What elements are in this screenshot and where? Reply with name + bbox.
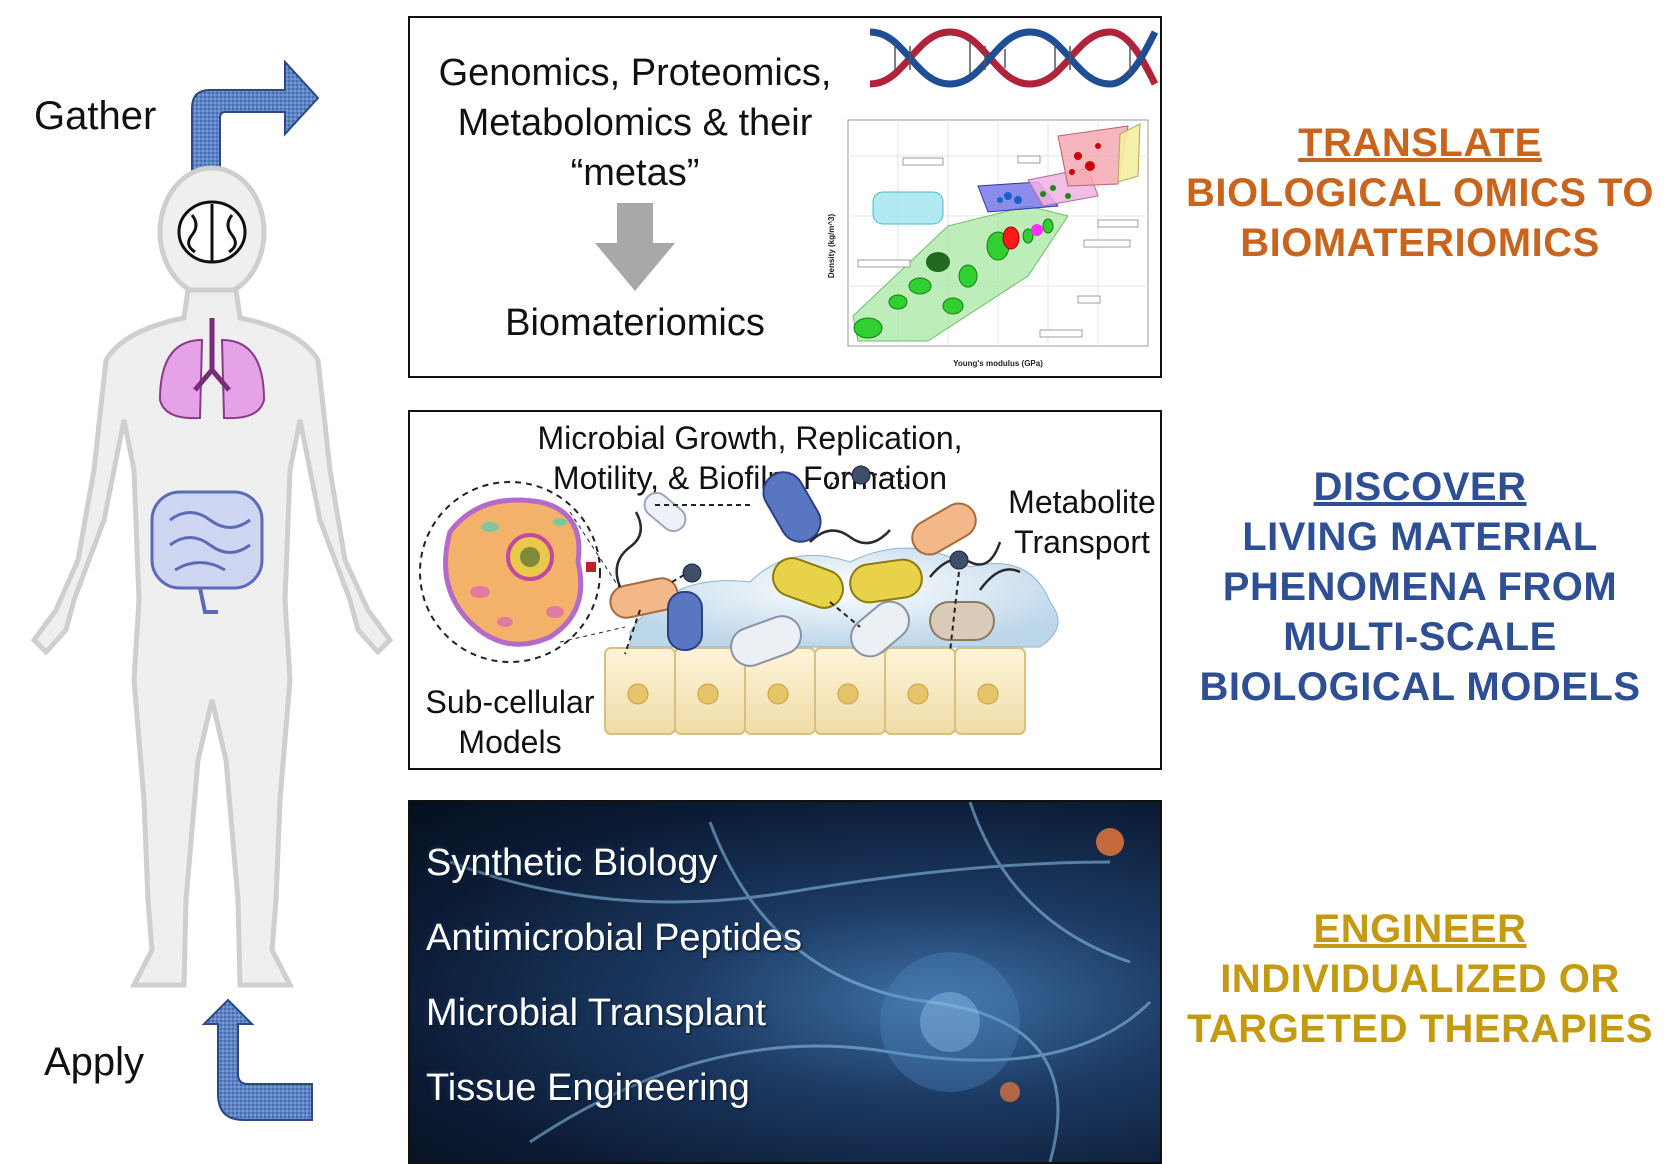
- brain-icon: [177, 200, 247, 264]
- therapy-microbial-transplant: Microbial Transplant: [426, 992, 767, 1034]
- discover-line-3: MULTI-SCALE: [1283, 615, 1557, 659]
- microbial-title-line-1: Microbial Growth, Replication,: [537, 420, 963, 456]
- subcellular-line-1: Sub-cellular: [425, 684, 595, 720]
- epithelial-cell-row: [604, 647, 1026, 735]
- therapy-synthetic-biology: Synthetic Biology: [426, 842, 718, 884]
- neuron-network-background: [449, 802, 1152, 1162]
- translate-line-2: BIOMATERIOMICS: [1240, 221, 1600, 265]
- metabolite-line-1: Metabolite: [1008, 484, 1156, 520]
- models-panel: Microbial Growth, Replication, Motility,…: [408, 410, 1162, 770]
- omics-line-1: Genomics, Proteomics,: [438, 52, 832, 94]
- translate-line-1: BIOLOGICAL OMICS TO: [1185, 171, 1655, 215]
- apply-arrow-icon: [201, 998, 313, 1121]
- engineer-block: ENGINEER INDIVIDUALIZED OR TARGETED THER…: [1170, 904, 1670, 1054]
- biomateriomics-label: Biomateriomics: [505, 302, 765, 344]
- discover-line-2: PHENOMENA FROM: [1222, 565, 1618, 609]
- discover-block: DISCOVER LIVING MATERIAL PHENOMENA FROM …: [1170, 462, 1670, 712]
- engineer-heading: ENGINEER: [1313, 907, 1527, 951]
- microbial-title-line-2: Motility, & Biofilm Formation: [552, 460, 948, 496]
- chart-x-label: Young's modulus (GPa): [953, 359, 1043, 368]
- therapy-tissue-engineering: Tissue Engineering: [426, 1067, 750, 1109]
- dna-helix-icon: [869, 28, 1159, 88]
- therapies-panel: Synthetic Biology Antimicrobial Peptides…: [408, 800, 1162, 1164]
- gather-arrow-icon: [191, 59, 320, 181]
- chart-y-label: Density (kg/m^3): [828, 214, 836, 279]
- omics-line-2: Metabolomics & their: [457, 102, 813, 144]
- discover-line-4: BIOLOGICAL MODELS: [1199, 665, 1641, 709]
- engineer-line-2: TARGETED THERAPIES: [1186, 1007, 1654, 1051]
- translate-block: TRANSLATE BIOLOGICAL OMICS TO BIOMATERIO…: [1170, 118, 1670, 268]
- omics-line-3: “metas”: [570, 152, 700, 194]
- engineer-line-1: INDIVIDUALIZED OR: [1220, 957, 1620, 1001]
- material-property-chart: Density (kg/m^3) Young's modulus (GPa): [828, 119, 1149, 368]
- gather-label: Gather: [34, 94, 157, 138]
- human-figure-graphic: [30, 59, 394, 1121]
- metabolite-line-2: Transport: [1014, 524, 1150, 560]
- intestines-icon: [150, 490, 264, 614]
- discover-line-1: LIVING MATERIAL: [1242, 515, 1598, 559]
- apply-label: Apply: [44, 1040, 145, 1084]
- microbial-model-illustration: [419, 465, 1059, 735]
- down-arrow-icon: [595, 203, 675, 291]
- therapy-antimicrobial-peptides: Antimicrobial Peptides: [426, 917, 802, 959]
- omics-panel: Genomics, Proteomics, Metabolomics & the…: [408, 16, 1162, 378]
- discover-heading: DISCOVER: [1313, 465, 1527, 509]
- subcellular-line-2: Models: [458, 724, 562, 760]
- translate-heading: TRANSLATE: [1298, 121, 1542, 165]
- lungs-icon: [158, 318, 266, 420]
